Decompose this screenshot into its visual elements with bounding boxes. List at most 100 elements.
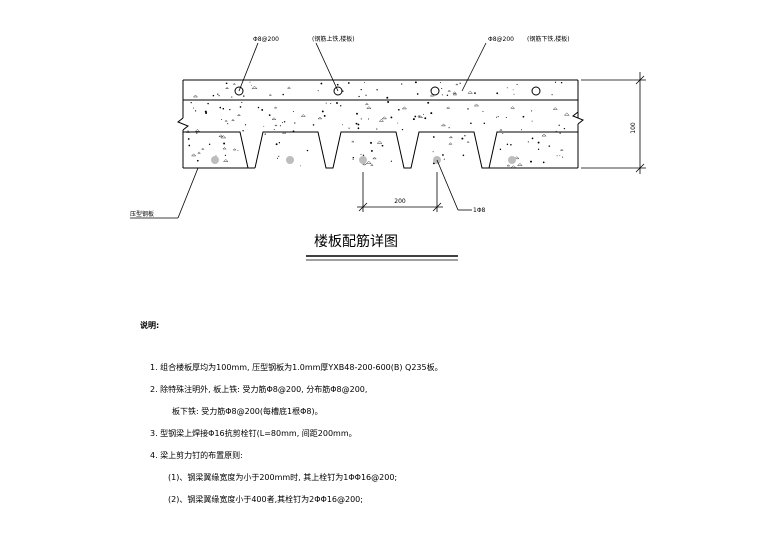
hatch-speck: [496, 92, 499, 95]
hatch-speck: [401, 106, 408, 110]
spacing-value: 200: [394, 198, 406, 205]
hatch-speck: [452, 91, 457, 94]
hatch-speck: [363, 81, 365, 83]
hatch-speck: [306, 149, 309, 152]
hatch-speck: [241, 101, 243, 103]
hatch-speck: [376, 140, 383, 144]
hatch-speck: [330, 103, 332, 105]
hatch-speck: [556, 155, 558, 157]
note-line-1: 1. 组合楼板厚均为100mm, 压型钢板为1.0mm厚YXB48-200-60…: [150, 363, 443, 372]
hatch-speck: [225, 82, 228, 85]
hatch-speck: [274, 124, 278, 127]
hatch-speck: [232, 82, 236, 85]
hatch-speck: [372, 156, 377, 160]
hatch-speck: [355, 122, 358, 125]
hatch-speck: [537, 148, 540, 150]
hatch-speck: [357, 127, 360, 130]
hatch-speck: [510, 106, 515, 109]
hatch-speck: [482, 111, 484, 112]
hatch-speck: [218, 95, 220, 97]
hatch-speck: [356, 112, 358, 115]
hatch-speck: [278, 142, 281, 144]
hatch-speck: [506, 87, 508, 89]
hatch-speck: [196, 132, 198, 134]
hatch-speck: [237, 150, 239, 152]
hatch-speck: [443, 158, 445, 160]
hatch-speck: [268, 93, 272, 96]
hatch-speck: [514, 156, 520, 160]
hatch-speck: [542, 161, 545, 164]
hatch-speck: [239, 106, 242, 108]
hatch-speck: [340, 105, 342, 107]
hatch-speck: [249, 81, 251, 83]
hatch-speck: [386, 96, 389, 99]
hatch-speck: [417, 114, 421, 117]
hatch-speck: [194, 129, 200, 132]
hatch-speck: [462, 154, 465, 157]
hatch-speck: [483, 122, 486, 125]
hatch-speck: [219, 106, 222, 109]
hatch-speck: [292, 111, 294, 113]
hatch-speck: [414, 81, 417, 84]
hatch-speck: [513, 93, 515, 95]
hatch-speck: [279, 125, 281, 127]
hatch-speck: [282, 131, 287, 134]
hatch-speck: [264, 133, 266, 135]
hatch-speck: [448, 136, 453, 139]
hatch-speck: [227, 123, 229, 125]
hatch-speck: [430, 112, 433, 115]
hatch-speck: [397, 122, 399, 124]
hatch-speck: [512, 89, 514, 91]
hatch-speck: [378, 119, 384, 122]
hatch-speck: [320, 82, 323, 85]
note-line-6: (1)、钢梁翼缘宽度为小于200mm时, 其上栓钉为1ΦΦ16@200;: [168, 473, 398, 482]
slab-section: [177, 79, 584, 169]
hatch-speck: [273, 129, 275, 130]
hatch-speck: [370, 149, 373, 152]
hatch-speck: [432, 136, 435, 138]
hatch-speck: [510, 144, 512, 146]
hatch-speck: [221, 119, 223, 121]
hatch-speck: [352, 158, 354, 160]
note-line-5: 4. 梁上剪力钉的布置原则:: [150, 451, 243, 460]
hatch-speck: [502, 133, 504, 135]
hatch-speck: [196, 159, 199, 162]
hatch-speck: [360, 88, 362, 91]
hatch-speck: [261, 108, 264, 111]
rib-bar-label: 1Φ8: [473, 207, 486, 214]
hatch-speck: [224, 154, 227, 157]
thickness-dimension: [581, 72, 646, 174]
hatch-speck: [341, 124, 343, 126]
hatch-speck: [365, 94, 367, 96]
hatch-speck: [381, 116, 387, 120]
hatch-speck: [222, 147, 227, 150]
hatch-speck: [552, 107, 558, 110]
hatch-speck: [323, 114, 326, 117]
top-bar-right-note: (钢筋下铁,楼板): [527, 35, 570, 43]
hatch-speck: [237, 113, 241, 116]
hatch-speck: [336, 102, 338, 104]
hatch-speck: [352, 156, 355, 159]
hatch-speck: [192, 94, 199, 98]
hatch-speck: [217, 93, 219, 95]
hatch-speck: [222, 107, 225, 110]
hatch-speck: [251, 85, 258, 89]
hatch-speck: [554, 130, 558, 133]
top-rebars: [234, 86, 541, 96]
hatch-speck: [204, 110, 207, 113]
hatch-speck: [563, 127, 566, 130]
hatch-speck: [223, 159, 229, 162]
hatch-speck: [229, 108, 231, 111]
note-line-2: 2. 除特殊注明外, 板上铁: 受力筋Φ8@200, 分布筋Φ8@200,: [150, 385, 368, 394]
bottom-rebar: [286, 156, 294, 164]
top-rebar: [430, 86, 440, 96]
hatch-speck: [497, 116, 499, 118]
hatch-speck: [531, 120, 533, 122]
hatch-speck: [358, 95, 360, 98]
drawing-title: 楼板配筋详图: [314, 233, 398, 250]
hatch-speck: [562, 156, 564, 158]
hatch-speck: [418, 115, 424, 118]
top-bar-right-label: Φ8@200: [488, 36, 514, 43]
hatch-speck: [370, 163, 374, 166]
hatch-speck: [427, 101, 430, 104]
